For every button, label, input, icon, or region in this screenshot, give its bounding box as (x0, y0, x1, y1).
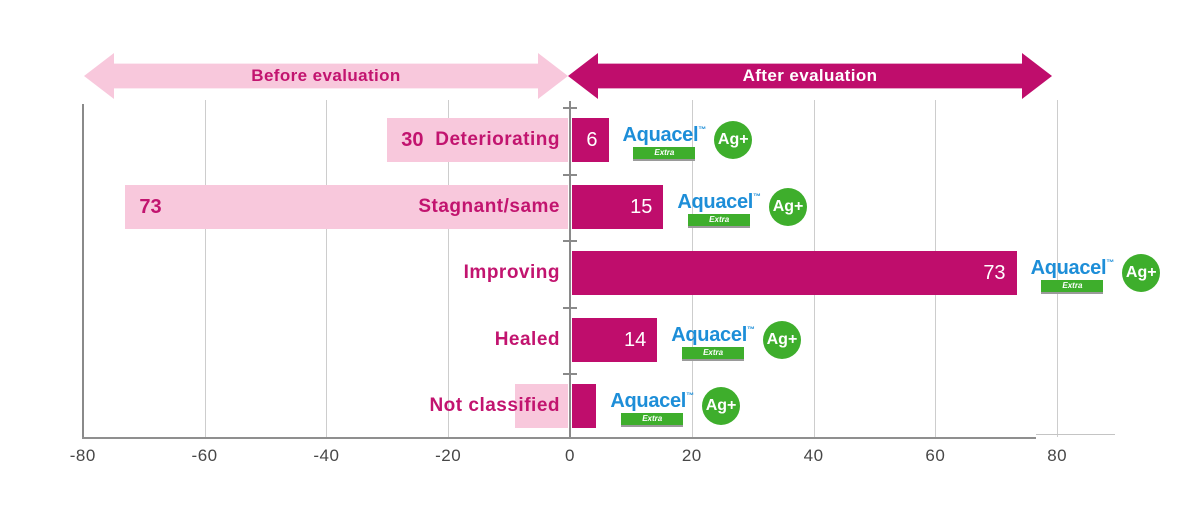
extra-banner: Extra (621, 412, 684, 427)
after-bar[interactable]: 15 (572, 185, 664, 229)
zero-axis-tick (563, 107, 577, 109)
before-evaluation-arrow: Before evaluation (84, 53, 568, 99)
before-bar[interactable] (125, 185, 568, 229)
before-value: 30 (401, 129, 424, 151)
before-arrow-label: Before evaluation (251, 66, 401, 85)
x-tick-label: 40 (803, 446, 824, 465)
zero-axis-tick (563, 306, 577, 309)
ag-plus-badge-icon: Ag+ (714, 121, 753, 159)
extra-banner: Extra (1041, 279, 1104, 294)
after-evaluation-arrow: After evaluation (568, 53, 1052, 99)
trademark-icon: ™ (698, 124, 707, 134)
zero-axis-tick (563, 240, 577, 242)
aquacel-wordmark: Aquacel™ Extra (622, 120, 707, 161)
x-tick-label: -60 (191, 446, 218, 465)
after-value: 14 (624, 329, 647, 351)
aquacel-ag-logo: Aquacel™ Extra Ag+ (677, 185, 808, 229)
ag-plus-badge-icon: Ag+ (702, 387, 741, 425)
ag-plus-badge-icon: Ag+ (1122, 254, 1161, 292)
left-axis-line (81, 104, 84, 437)
category-label: Stagnant/same (418, 196, 560, 217)
x-tick-label: 60 (925, 446, 946, 465)
ag-plus-badge-icon: Ag+ (769, 188, 808, 226)
brand-name: Aquacel (677, 190, 754, 213)
x-axis-line-extension (1036, 434, 1115, 435)
aquacel-wordmark: Aquacel™ Extra (1030, 253, 1115, 294)
before-value: 73 (139, 196, 162, 218)
chart-row: Healed 14 Aquacel™ Extra Ag+ (0, 318, 1198, 362)
after-bar[interactable]: 73 (572, 251, 1017, 295)
aquacel-wordmark: Aquacel™ Extra (677, 187, 761, 228)
brand-name: Aquacel (1030, 256, 1107, 279)
aquacel-ag-logo: Aquacel™ Extra Ag+ (610, 384, 741, 428)
extra-banner: Extra (682, 346, 745, 361)
x-axis-line (82, 437, 1036, 439)
chart-row: 73 Stagnant/same 15 Aquacel™ Extra Ag+ (0, 185, 1198, 229)
gridline (326, 100, 328, 437)
trademark-icon: ™ (686, 390, 695, 400)
after-value: 15 (630, 196, 653, 218)
category-label: Healed (485, 318, 569, 362)
gridline (1057, 100, 1059, 437)
category-label: Deteriorating (435, 129, 560, 150)
chart-row: 30 Deteriorating 6 Aquacel™ Extra Ag+ (0, 118, 1198, 162)
x-tick-label: -40 (313, 446, 340, 465)
after-bar[interactable]: 6 (572, 118, 609, 162)
aquacel-ag-logo: Aquacel™ Extra Ag+ (1031, 251, 1161, 295)
brand-name: Aquacel (622, 123, 699, 146)
before-bar[interactable] (515, 384, 568, 428)
chart-row: Improving 73 Aquacel™ Extra Ag+ (0, 251, 1198, 295)
zero-axis-tick (563, 373, 577, 375)
zero-axis-tick (563, 173, 577, 176)
trademark-icon: ™ (1106, 257, 1115, 267)
aquacel-wordmark: Aquacel™ Extra (610, 386, 694, 427)
x-tick-label: -20 (435, 446, 462, 465)
brand-name: Aquacel (671, 323, 747, 346)
extra-banner: Extra (688, 213, 751, 228)
x-tick-label: 20 (681, 446, 702, 465)
after-bar[interactable]: 14 (572, 318, 658, 362)
aquacel-ag-logo: Aquacel™ Extra Ag+ (623, 118, 753, 162)
trademark-icon: ™ (753, 191, 762, 201)
trademark-icon: ™ (746, 324, 755, 334)
before-bar[interactable] (387, 118, 568, 162)
x-tick-label: 80 (1047, 446, 1068, 465)
chart-row: Not classified Aquacel™ Extra Ag+ (0, 384, 1198, 428)
category-label: Not classified (429, 395, 560, 416)
after-value: 73 (983, 262, 1006, 284)
x-tick-label: 0 (565, 446, 575, 465)
after-value: 6 (586, 129, 598, 151)
zero-axis-line (569, 101, 571, 437)
after-arrow-label: After evaluation (742, 66, 878, 85)
aquacel-ag-logo: Aquacel™ Extra Ag+ (671, 318, 801, 362)
category-label: Improving (454, 251, 569, 295)
x-tick-label: -80 (69, 446, 96, 465)
gridline (448, 100, 450, 437)
aquacel-wordmark: Aquacel™ Extra (671, 320, 755, 361)
extra-banner: Extra (633, 146, 696, 161)
ag-plus-badge-icon: Ag+ (762, 321, 801, 359)
gridline (204, 100, 206, 437)
after-bar[interactable] (572, 384, 597, 428)
brand-name: Aquacel (610, 389, 687, 412)
